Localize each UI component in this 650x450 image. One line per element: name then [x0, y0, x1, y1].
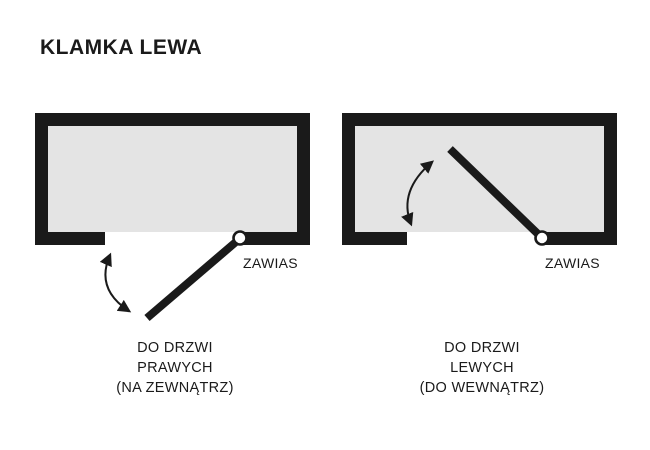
hinge-icon [232, 230, 248, 246]
frame-wall-left [342, 113, 355, 245]
frame-wall-left [35, 113, 48, 245]
door-leaf [144, 237, 240, 322]
page-title: KLAMKA LEWA [40, 36, 203, 59]
frame-wall-bottom-right [240, 232, 310, 245]
frame-wall-top [342, 113, 617, 126]
frame-wall-bottom-stub [35, 232, 105, 245]
frame-wall-right [604, 113, 617, 245]
frame-wall-top [35, 113, 310, 126]
hinge-icon [534, 230, 550, 246]
hinge-label: ZAWIAS [545, 255, 600, 271]
swing-arc-arrow [401, 160, 434, 227]
caption-left-door: DO DRZWI LEWYCH (DO WEWNĄTRZ) [332, 338, 632, 398]
left-door-svg: ZAWIAS [342, 113, 617, 271]
caption-line: DO DRZWI [137, 340, 213, 356]
frame-wall-right [297, 113, 310, 245]
caption-right-door: DO DRZWI PRAWYCH (NA ZEWNĄTRZ) [25, 338, 325, 398]
caption-line: (DO WEWNĄTRZ) [419, 380, 545, 396]
caption-line: (NA ZEWNĄTRZ) [116, 380, 234, 396]
swing-arc-arrow [99, 252, 132, 313]
right-door-svg: ZAWIAS [35, 113, 310, 322]
caption-line: DO DRZWI [444, 340, 520, 356]
frame-wall-bottom-stub [342, 232, 407, 245]
frame-wall-bottom-right [542, 232, 617, 245]
hinge-label: ZAWIAS [243, 255, 298, 271]
diagram-left-door: ZAWIAS [332, 105, 632, 345]
caption-line: PRAWYCH [137, 360, 213, 376]
frame-interior [48, 126, 297, 232]
caption-line: LEWYCH [450, 360, 514, 376]
door-leaf [447, 146, 542, 238]
diagram-right-door: ZAWIAS [25, 105, 325, 345]
